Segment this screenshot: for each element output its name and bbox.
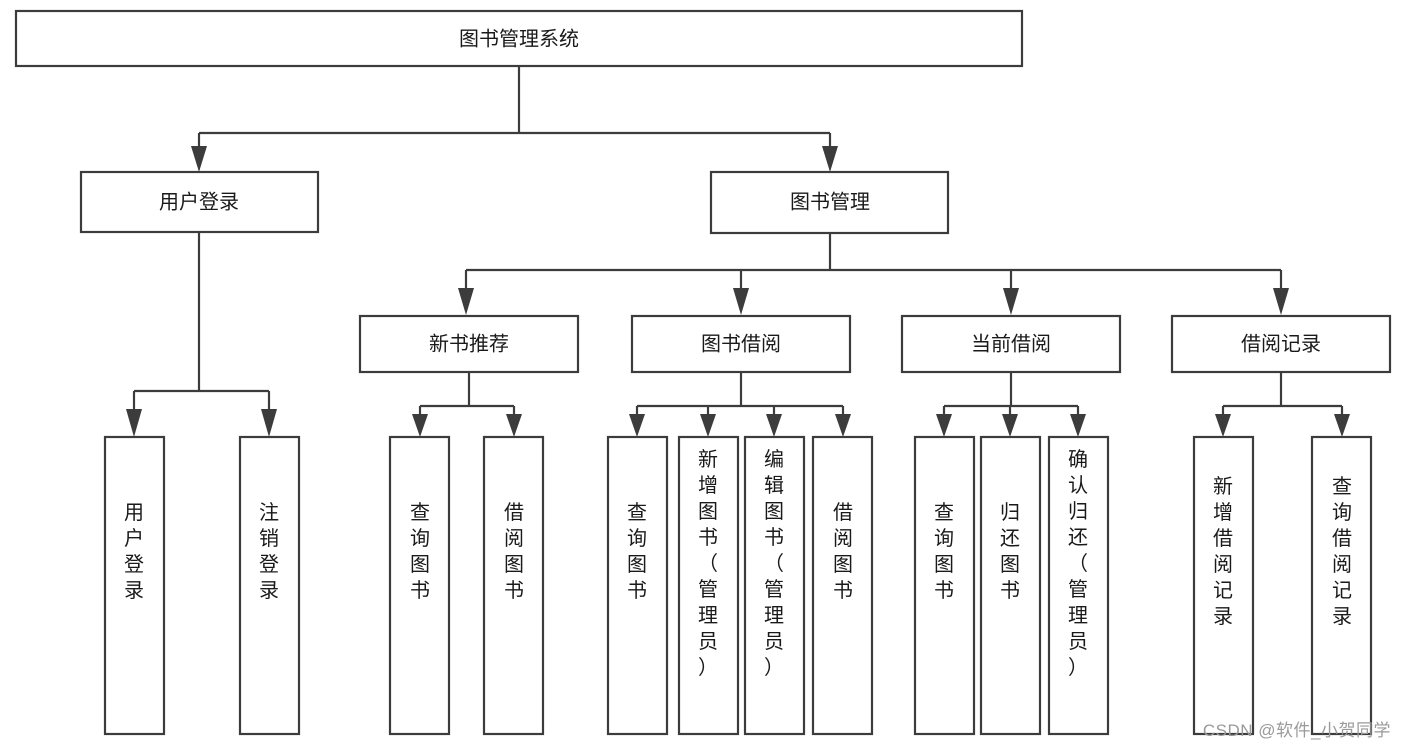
node-leaf-3-label: 查询图书 <box>410 501 430 602</box>
node-leaf-5[interactable]: 查询图书 <box>606 435 669 736</box>
node-leaf-4[interactable]: 借阅图书 <box>482 435 545 736</box>
node-leaf-7-label: 编辑图书（管理员） <box>764 448 784 679</box>
arrow-head-leaf-8 <box>835 414 851 437</box>
node-leaf-9[interactable]: 查询图书 <box>913 435 976 736</box>
arrow-head-leaf-6 <box>700 414 716 437</box>
node-leaf-4-label: 借阅图书 <box>504 501 524 602</box>
node-root-label: 图书管理系统 <box>459 27 579 50</box>
node-leaf-11-box[interactable] <box>1047 435 1110 736</box>
node-leaf-3-box[interactable] <box>388 435 451 736</box>
node-newrec[interactable]: 新书推荐 <box>358 314 580 374</box>
node-leaf-8[interactable]: 借阅图书 <box>811 435 874 736</box>
node-leaf-7[interactable]: 编辑图书（管理员） <box>743 435 806 736</box>
arrow-head-bookmgmt <box>822 146 838 172</box>
node-leaf-10-label: 归还图书 <box>1000 501 1020 602</box>
node-current-box[interactable] <box>900 314 1122 374</box>
node-login-label: 用户登录 <box>159 190 239 213</box>
node-leaf-11-label: 确认归还（管理员） <box>1068 448 1088 679</box>
node-leaf-6[interactable]: 新增图书（管理员） <box>677 435 740 736</box>
node-leaf-10[interactable]: 归还图书 <box>979 435 1042 736</box>
node-current[interactable]: 当前借阅 <box>900 314 1122 374</box>
node-leaf-12-box[interactable] <box>1192 435 1255 736</box>
node-records-label: 借阅记录 <box>1241 332 1321 355</box>
node-borrow-label: 图书借阅 <box>701 332 781 355</box>
node-leaf-12-label: 新增借阅记录 <box>1213 475 1233 628</box>
node-bookmgmt-label: 图书管理 <box>790 190 870 213</box>
node-root[interactable]: 图书管理系统 <box>14 9 1024 68</box>
arrow-head-leaf-4 <box>506 414 522 437</box>
node-leaf-2-label: 注销登录 <box>259 501 279 602</box>
node-leaf-7-box[interactable] <box>743 435 806 736</box>
node-borrow-box[interactable] <box>630 314 852 374</box>
node-root-box[interactable] <box>14 9 1024 68</box>
node-leaf-9-label: 查询图书 <box>934 501 954 602</box>
node-records-box[interactable] <box>1170 314 1392 374</box>
node-leaf-6-label: 新增图书（管理员） <box>698 448 718 679</box>
node-newrec-box[interactable] <box>358 314 580 374</box>
node-leaf-11[interactable]: 确认归还（管理员） <box>1047 435 1110 736</box>
node-borrow[interactable]: 图书借阅 <box>630 314 852 374</box>
node-newrec-label: 新书推荐 <box>429 332 509 355</box>
node-leaf-5-box[interactable] <box>606 435 669 736</box>
arrow-head-newrec <box>458 288 474 315</box>
node-leaf-13[interactable]: 查询借阅记录 <box>1310 435 1373 736</box>
node-current-label: 当前借阅 <box>971 332 1051 355</box>
node-leaf-1[interactable]: 用户登录 <box>103 435 166 736</box>
arrow-head-current <box>1003 288 1019 315</box>
node-leaf-8-box[interactable] <box>811 435 874 736</box>
node-leaf-5-label: 查询图书 <box>627 501 647 602</box>
arrow-head-leaf-12 <box>1215 414 1231 437</box>
connector-layer <box>126 66 1350 437</box>
node-leaf-2-box[interactable] <box>238 435 301 736</box>
node-leaf-1-label: 用户登录 <box>124 502 144 602</box>
node-records[interactable]: 借阅记录 <box>1170 314 1392 374</box>
node-bookmgmt[interactable]: 图书管理 <box>709 170 950 235</box>
arrow-head-leaf-1 <box>126 409 142 437</box>
node-leaf-12[interactable]: 新增借阅记录 <box>1192 435 1255 736</box>
node-leaf-1-box[interactable] <box>103 435 166 736</box>
arrow-head-leaf-3 <box>412 414 428 437</box>
node-leaf-6-box[interactable] <box>677 435 740 736</box>
arrow-head-leaf-9 <box>936 414 952 437</box>
node-leaf-4-box[interactable] <box>482 435 545 736</box>
arrow-head-leaf-13 <box>1334 414 1350 437</box>
node-bookmgmt-box[interactable] <box>709 170 950 235</box>
arrow-head-leaf-2 <box>261 409 277 437</box>
node-leaf-8-label: 借阅图书 <box>833 501 853 602</box>
node-leaf-10-box[interactable] <box>979 435 1042 736</box>
arrow-head-leaf-11 <box>1070 414 1086 437</box>
arrow-head-leaf-7 <box>766 414 782 437</box>
node-leaf-3[interactable]: 查询图书 <box>388 435 451 736</box>
arrow-head-borrow <box>733 288 749 315</box>
node-leaf-9-box[interactable] <box>913 435 976 736</box>
node-leaf-13-box[interactable] <box>1310 435 1373 736</box>
arrow-head-leaf-10 <box>1002 414 1018 437</box>
node-login[interactable]: 用户登录 <box>79 170 320 234</box>
arrow-head-login <box>191 146 207 172</box>
node-login-box[interactable] <box>79 170 320 234</box>
arrow-head-records <box>1273 288 1289 315</box>
arrow-head-leaf-5 <box>629 414 645 437</box>
node-leaf-2[interactable]: 注销登录 <box>238 435 301 736</box>
node-leaf-13-label: 查询借阅记录 <box>1332 475 1352 628</box>
